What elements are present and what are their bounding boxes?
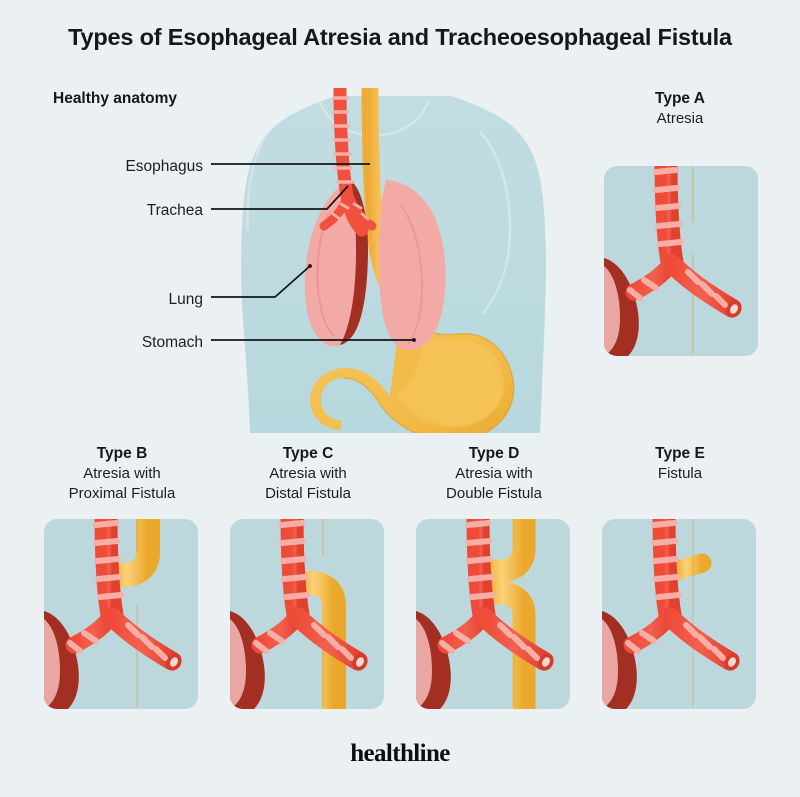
lung-backdrop [604,258,639,356]
type-b-name: Type B [96,445,148,462]
healthy-anatomy-heading: Healthy anatomy [53,90,178,107]
type-d-description-line2: Double Fistula [446,485,542,503]
type-d-name: Type D [468,445,520,462]
label-trachea: Trachea [146,202,203,219]
lung-backdrop [230,611,265,709]
type-b-illustration [44,519,198,709]
type-e-description: Fistula [657,465,703,483]
type-c-illustration [230,519,384,709]
lung-backdrop [416,611,451,709]
type-a-heading: Type A Atresia [602,88,758,129]
type-e-name: Type E [655,445,705,462]
lung-backdrop [602,611,637,709]
healthline-logo: healthline [350,740,450,767]
type-c-description-line1: Atresia with [269,465,347,483]
type-b-description-line2: Proximal Fistula [68,485,176,503]
label-stomach: Stomach [141,334,203,351]
type-a-description: Atresia [656,110,704,128]
esophagus-segments [100,519,160,709]
page-title: Types of Esophageal Atresia and Tracheoe… [68,24,732,50]
trachea [623,519,740,671]
type-d-heading: Type D Atresia with Double Fistula [416,443,572,505]
label-lung: Lung [168,291,203,308]
label-esophagus: Esophagus [125,158,203,175]
type-c-description-line2: Distal Fistula [265,485,351,503]
type-b-heading: Type B Atresia with Proximal Fistula [44,443,200,505]
trachea [65,519,182,671]
type-e-heading: Type E Fistula [602,443,758,484]
type-c-heading: Type C Atresia with Distal Fistula [230,443,386,505]
esophagus-continuous [666,519,716,709]
type-b-description-line1: Atresia with [83,465,161,483]
healthy-anatomy-illustration [224,88,564,433]
trachea [437,519,554,671]
esophagus-segments [692,166,716,356]
type-c-name: Type C [282,445,334,462]
trachea [625,166,742,318]
type-d-description-line1: Atresia with [455,465,533,483]
type-e-illustration [602,519,756,709]
type-a-illustration [604,166,758,356]
lung-backdrop [44,611,79,709]
type-d-illustration [416,519,570,709]
type-a-name: Type A [655,90,705,107]
trachea [251,519,368,671]
